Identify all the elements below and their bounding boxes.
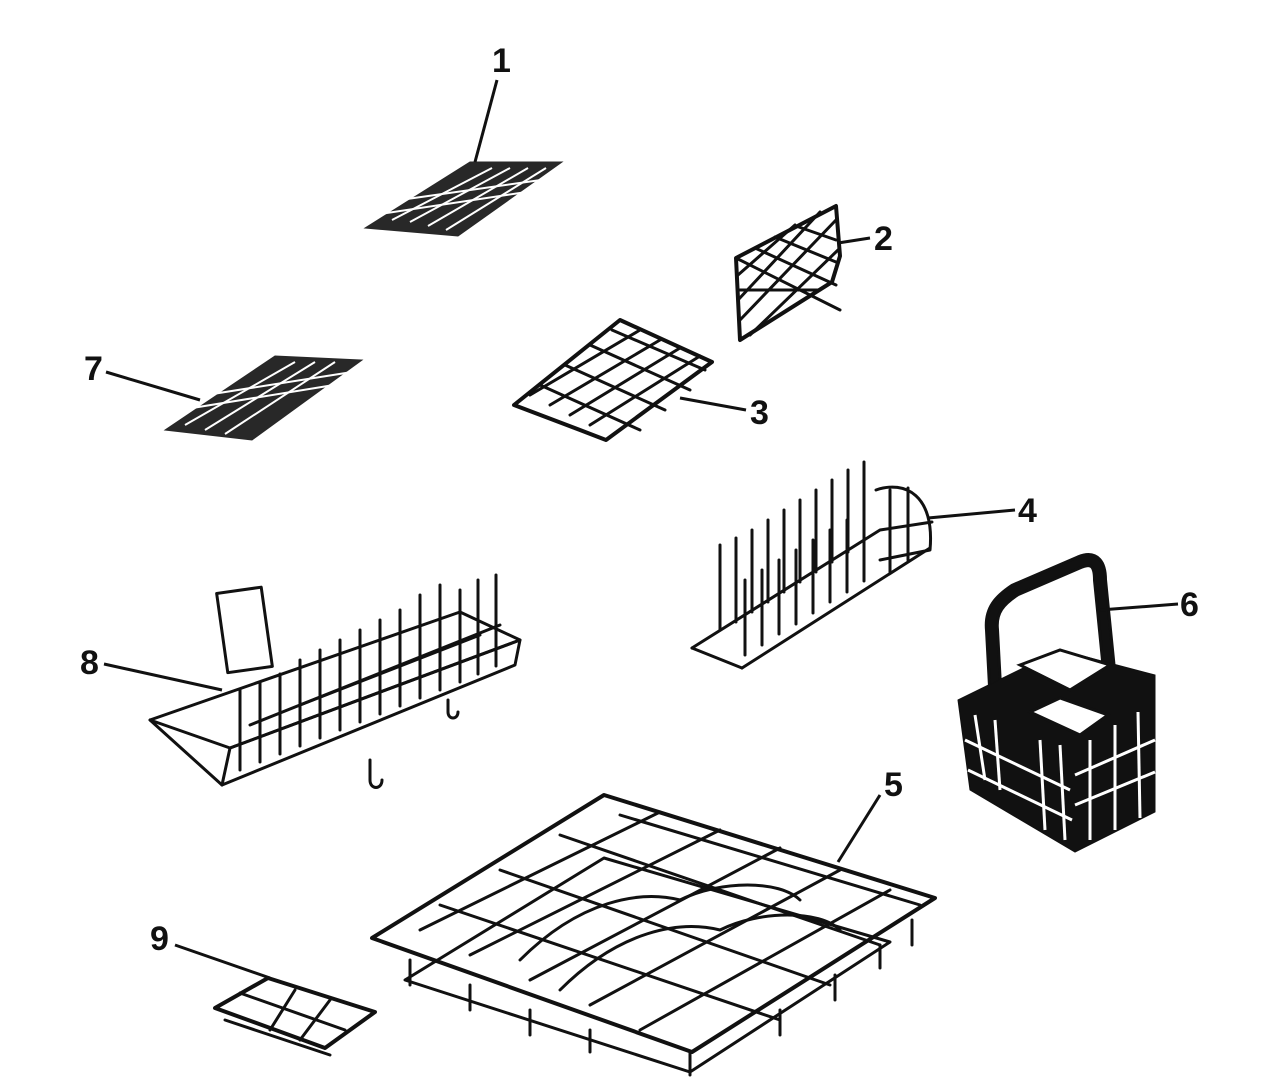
callout-8: 8	[80, 644, 99, 682]
callout-4: 4	[1018, 492, 1037, 530]
callout-3: 3	[750, 394, 769, 432]
part-4-tine-rack: 4	[690, 460, 1037, 670]
callout-2: 2	[874, 220, 893, 258]
part-8-tine-shelf: 8	[80, 573, 522, 789]
part-9-rack-insert: 9	[150, 920, 377, 1057]
callout-9: 9	[150, 920, 169, 958]
callout-7: 7	[84, 350, 103, 388]
part-5-lower-rack: 5	[370, 766, 937, 1077]
callout-5: 5	[884, 766, 903, 804]
part-1-shelf-insert: 1	[363, 42, 564, 237]
part-7-shelf-insert: 7	[84, 350, 364, 441]
part-3-mesh-tray: 3	[512, 318, 769, 442]
part-6-cutlery-basket: 6	[957, 553, 1199, 853]
part-2-mesh-panel: 2	[734, 204, 893, 342]
callout-6: 6	[1180, 586, 1199, 624]
callout-1: 1	[492, 42, 511, 80]
